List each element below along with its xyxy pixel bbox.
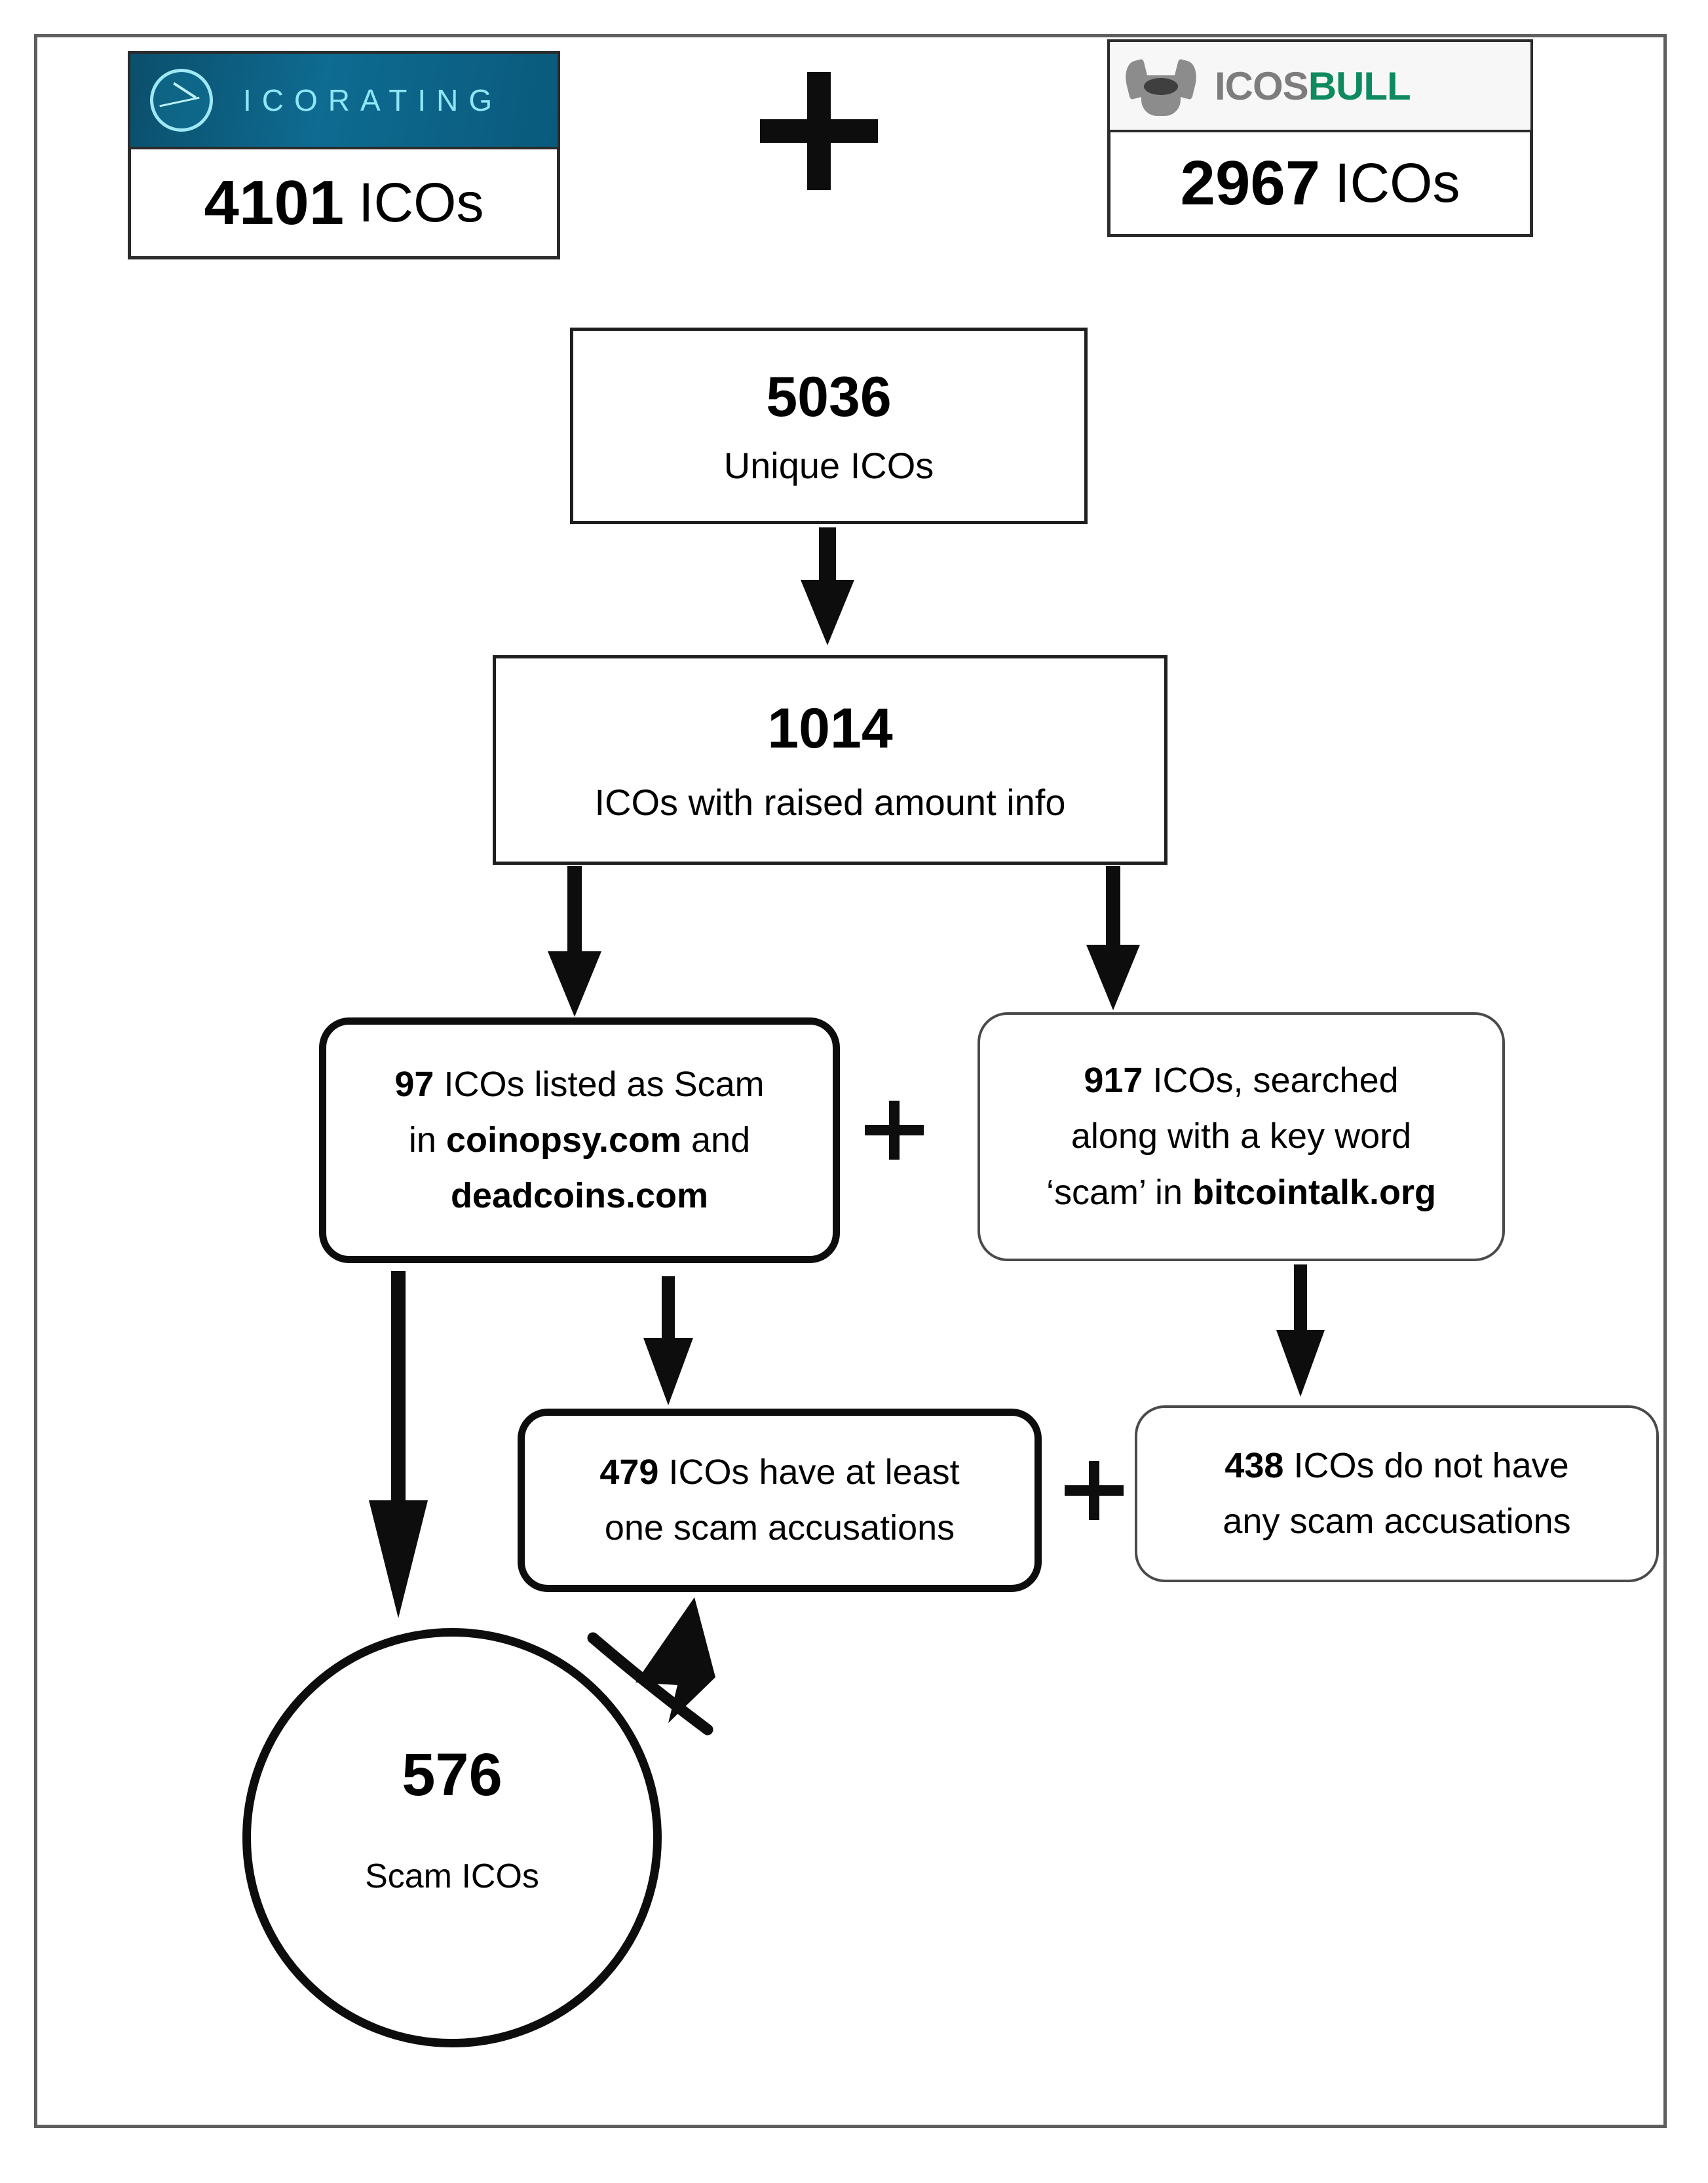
- searched-value: 917: [1084, 1061, 1143, 1101]
- scam-listed-line2-post: and: [681, 1120, 751, 1160]
- searched-line2: along with a key word: [1071, 1116, 1412, 1156]
- plus-operator-top: [760, 72, 878, 190]
- scam-listed-site-coinopsy: coinopsy.com: [446, 1120, 681, 1160]
- node-at-least-one-accusation: 479 ICOs have at least one scam accusati…: [518, 1409, 1042, 1592]
- no-accusations-value: 438: [1224, 1445, 1284, 1485]
- at-least-one-line1-rest: ICOs have at least: [668, 1452, 960, 1492]
- node-searched-bitcointalk: 917 ICOs, searched along with a key word…: [977, 1012, 1505, 1261]
- icorating-count-unit: ICOs: [358, 172, 484, 233]
- icosbull-count-unit: ICOs: [1335, 152, 1460, 214]
- icorating-logo-text: ICORATING: [243, 83, 503, 117]
- scam-listed-line2-pre: in: [408, 1120, 446, 1160]
- searched-line1-rest: ICOs, searched: [1152, 1061, 1399, 1101]
- scam-listed-line2: in coinopsy.com and: [409, 1112, 750, 1168]
- icosbull-logo-text-part1: ICOS: [1215, 64, 1309, 108]
- searched-line1: 917 ICOs, searched: [1084, 1053, 1398, 1109]
- icosbull-logo-text-part2: BULL: [1308, 64, 1411, 108]
- scam-listed-site-deadcoins: deadcoins.com: [450, 1176, 709, 1216]
- searched-line3-pre: ‘scam’ in: [1046, 1172, 1193, 1212]
- plus-operator-lower: [1065, 1461, 1124, 1520]
- at-least-one-line1: 479 ICOs have at least: [599, 1445, 959, 1500]
- unique-icos-value: 5036: [766, 366, 892, 428]
- node-scam-listed: 97 ICOs listed as Scam in coinopsy.com a…: [319, 1017, 840, 1263]
- plus-operator-middle: [865, 1101, 924, 1160]
- scam-listed-line1: 97 ICOs listed as Scam: [394, 1057, 764, 1112]
- source-card-icosbull: ICOSBULL 2967 ICOs: [1107, 39, 1533, 237]
- icosbull-logo: ICOSBULL: [1107, 39, 1533, 132]
- node-no-accusations: 438 ICOs do not have any scam accusation…: [1135, 1405, 1659, 1582]
- result-label: Scam ICOs: [365, 1857, 539, 1895]
- source-card-icorating: ICORATING 4101 ICOs: [128, 51, 560, 259]
- node-raised-amount: 1014 ICOs with raised amount info: [493, 655, 1167, 865]
- searched-site-bitcointalk: bitcointalk.org: [1192, 1172, 1437, 1212]
- raised-amount-value: 1014: [767, 697, 893, 760]
- searched-line3: ‘scam’ in bitcointalk.org: [1046, 1165, 1436, 1221]
- icosbull-count: 2967 ICOs: [1107, 132, 1533, 237]
- ico-chart-circle-icon: [150, 69, 213, 132]
- icosbull-logo-text: ICOSBULL: [1215, 64, 1411, 109]
- no-accusations-line1: 438 ICOs do not have: [1224, 1438, 1568, 1494]
- no-accusations-line2: any scam accusations: [1223, 1502, 1571, 1541]
- node-result-scam-icos: 576 Scam ICOs: [242, 1628, 662, 2047]
- node-unique-icos: 5036 Unique ICOs: [570, 328, 1088, 524]
- icorating-logo: ICORATING: [128, 51, 560, 149]
- icorating-count-value: 4101: [204, 167, 345, 238]
- at-least-one-line2: one scam accusations: [604, 1508, 955, 1547]
- icosbull-count-value: 2967: [1180, 147, 1321, 218]
- unique-icos-label: Unique ICOs: [723, 445, 934, 486]
- scam-listed-value: 97: [394, 1064, 434, 1104]
- result-value: 576: [402, 1741, 503, 1808]
- no-accusations-line1-rest: ICOs do not have: [1293, 1445, 1569, 1485]
- scam-listed-line3: deadcoins.com: [451, 1168, 708, 1224]
- icorating-count: 4101 ICOs: [128, 149, 560, 259]
- raised-amount-label: ICOs with raised amount info: [594, 782, 1066, 823]
- bull-head-icon: [1121, 56, 1201, 116]
- scam-listed-line1-rest: ICOs listed as Scam: [444, 1064, 765, 1104]
- at-least-one-value: 479: [599, 1452, 659, 1492]
